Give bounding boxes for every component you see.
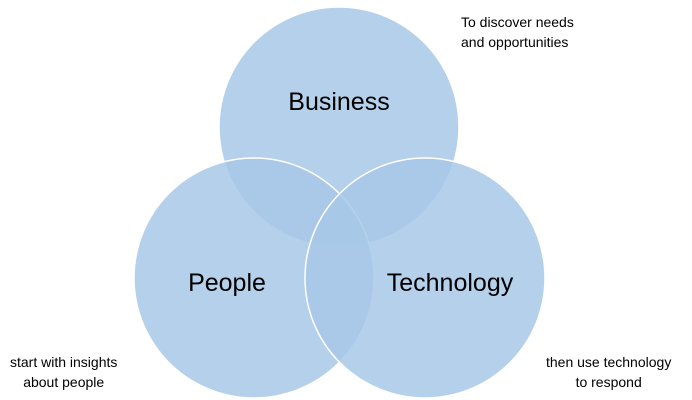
- business-note: To discover needs and opportunities: [461, 12, 574, 52]
- technology-label: Technology: [387, 269, 514, 297]
- people-label: People: [188, 269, 266, 297]
- technology-note: then use technology to respond: [546, 352, 671, 392]
- people-note: start with insights about people: [10, 352, 117, 392]
- business-note-line-1: To discover needs: [461, 14, 574, 30]
- technology-note-line-1: then use technology: [546, 354, 672, 370]
- technology-note-line-2: to respond: [575, 374, 642, 390]
- business-note-line-2: and opportunities: [461, 34, 569, 50]
- business-label: Business: [288, 88, 389, 116]
- people-note-line-1: start with insights: [10, 354, 118, 370]
- technology-circle: [304, 157, 546, 399]
- people-note-line-2: about people: [23, 374, 105, 390]
